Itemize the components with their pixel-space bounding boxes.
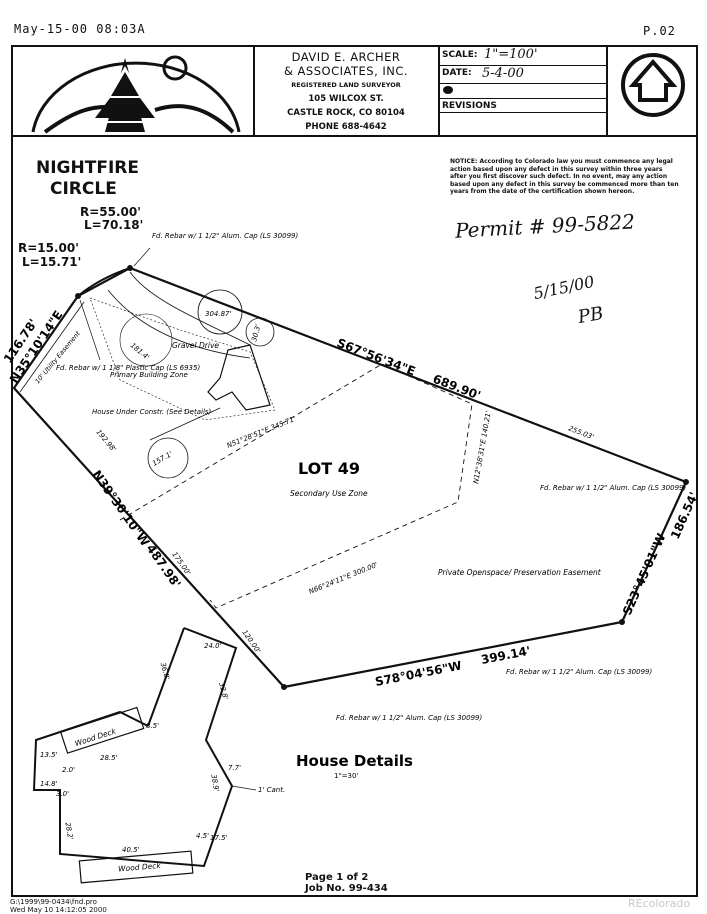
house-dim: 2.0' [62, 766, 75, 774]
fax-page: P.02 [643, 24, 676, 38]
date-label: DATE: [442, 68, 472, 78]
house-dim: 4.5' [196, 832, 209, 840]
scale-label: SCALE: [442, 50, 478, 60]
cant-label: 1' Cant. [258, 786, 285, 794]
house-label: House Under Constr. (See Details) [92, 408, 212, 416]
dist-west: 487.98' [144, 542, 184, 591]
rebar-se-label: Fd. Rebar w/ 1 1/2" Alum. Cap (LS 30099) [506, 668, 652, 676]
house-dim: 38.9' [209, 774, 220, 793]
survey-frame [11, 45, 698, 897]
legal-notice: NOTICE: According to Colorado law you mu… [450, 158, 679, 195]
dim-345: N51°28'51"E 345.71' [226, 415, 297, 450]
north-arrow-icon [621, 53, 685, 117]
footer-page: Page 1 of 2 [305, 872, 369, 883]
house-dim: 14.8' [40, 780, 58, 788]
firm-phone: PHONE 688-4642 [305, 122, 387, 132]
primary-zone-label: Primary Building Zone [110, 371, 188, 379]
watermark: REcolorado [628, 897, 691, 910]
revisions-label: REVISIONS [442, 101, 497, 111]
curve2-length: L=15.71' [22, 255, 82, 269]
gravel-drive-label: Gravel Drive [172, 341, 219, 350]
house-dim: 13.5' [40, 751, 58, 759]
site-title-line1: NIGHTFIRE [36, 158, 139, 178]
north-arrow-mini-icon [443, 86, 453, 94]
curve2-radius: R=15.00' [18, 241, 79, 255]
lot-label: LOT 49 [298, 459, 360, 478]
house-dim: 24.0' [204, 642, 222, 650]
surveyor-logo [31, 55, 241, 134]
bearing-east: S23°45'01"W [620, 531, 669, 617]
scale-value: 1"=100' [484, 47, 538, 62]
house-dim: 40.5' [122, 846, 140, 854]
dim-300: N66°24'11"E 300.00' [308, 561, 379, 596]
date-value: 5-4-00 [482, 66, 524, 81]
house-dim: 28.5' [100, 754, 118, 762]
secondary-zone-label: Secondary Use Zone [290, 489, 368, 498]
rebar-sw-label: Fd. Rebar w/ 1 1/2" Alum. Cap (LS 30099) [336, 714, 482, 722]
house-details-scale: 1"=30' [334, 772, 358, 780]
house-dim: 17.5' [210, 834, 228, 842]
bearing-south: S78°04'56"W [374, 658, 463, 689]
rebar-left-label: Fd. Rebar w/ 1 1/8" Plastic Cap (LS 6935… [56, 364, 200, 372]
firm-company: & ASSOCIATES, INC. [283, 64, 409, 78]
footer-file: G:\1999\99-0434\fnd.pro [10, 898, 97, 906]
dim-181: 181.4' [129, 341, 151, 361]
dim-30: 30.3' [250, 323, 262, 342]
house-dim: 7.7' [228, 764, 241, 772]
dist-ne: 689.90' [431, 372, 483, 403]
curve1-radius: R=55.00' [80, 205, 141, 219]
curve1-length: L=70.18' [84, 218, 144, 232]
footer-job: Job No. 99-434 [305, 883, 388, 894]
firm-registration: REGISTERED LAND SURVEYOR [291, 81, 401, 89]
fax-datetime: May-15-00 08:03A [14, 22, 146, 36]
dist-east: 186.54' [668, 490, 701, 541]
site-title-line2: CIRCLE [50, 179, 117, 199]
footer-printed: Wed May 10 14:12:05 2000 [10, 906, 107, 914]
bearing-ne: S67°56'34"E [335, 336, 417, 379]
firm-street: 105 WILCOX ST. [308, 94, 384, 104]
firm-city: CASTLE ROCK, CO 80104 [287, 108, 405, 118]
dim-192: 192.98' [94, 428, 117, 453]
rebar-east-label: Fd. Rebar w/ 1 1/2" Alum. Cap (LS 30099) [540, 484, 686, 492]
deck2-label: Wood Deck [118, 861, 162, 874]
dim-304: 304.87' [205, 310, 231, 318]
open-space-label: Private Openspace/ Preservation Easement [438, 568, 602, 577]
house-dim: 3.0' [56, 790, 69, 798]
bearing-west: N39°30'10"W [90, 468, 153, 549]
dim-140: N12°38'31"E 140.21' [472, 410, 493, 484]
house-dim: 8.5' [146, 722, 159, 730]
dim-157: 157.1' [151, 450, 174, 468]
deck1-label: Wood Deck [74, 726, 118, 748]
firm-info: DAVID E. ARCHER & ASSOCIATES, INC. REGIS… [255, 50, 437, 134]
house-dim: 28.2' [63, 822, 74, 841]
house-details-title: House Details [296, 752, 413, 770]
house-dim: 36.8' [159, 662, 171, 681]
firm-name: DAVID E. ARCHER [291, 50, 401, 64]
rebar-top-label: Fd. Rebar w/ 1 1/2" Alum. Cap (LS 30099) [152, 232, 298, 240]
